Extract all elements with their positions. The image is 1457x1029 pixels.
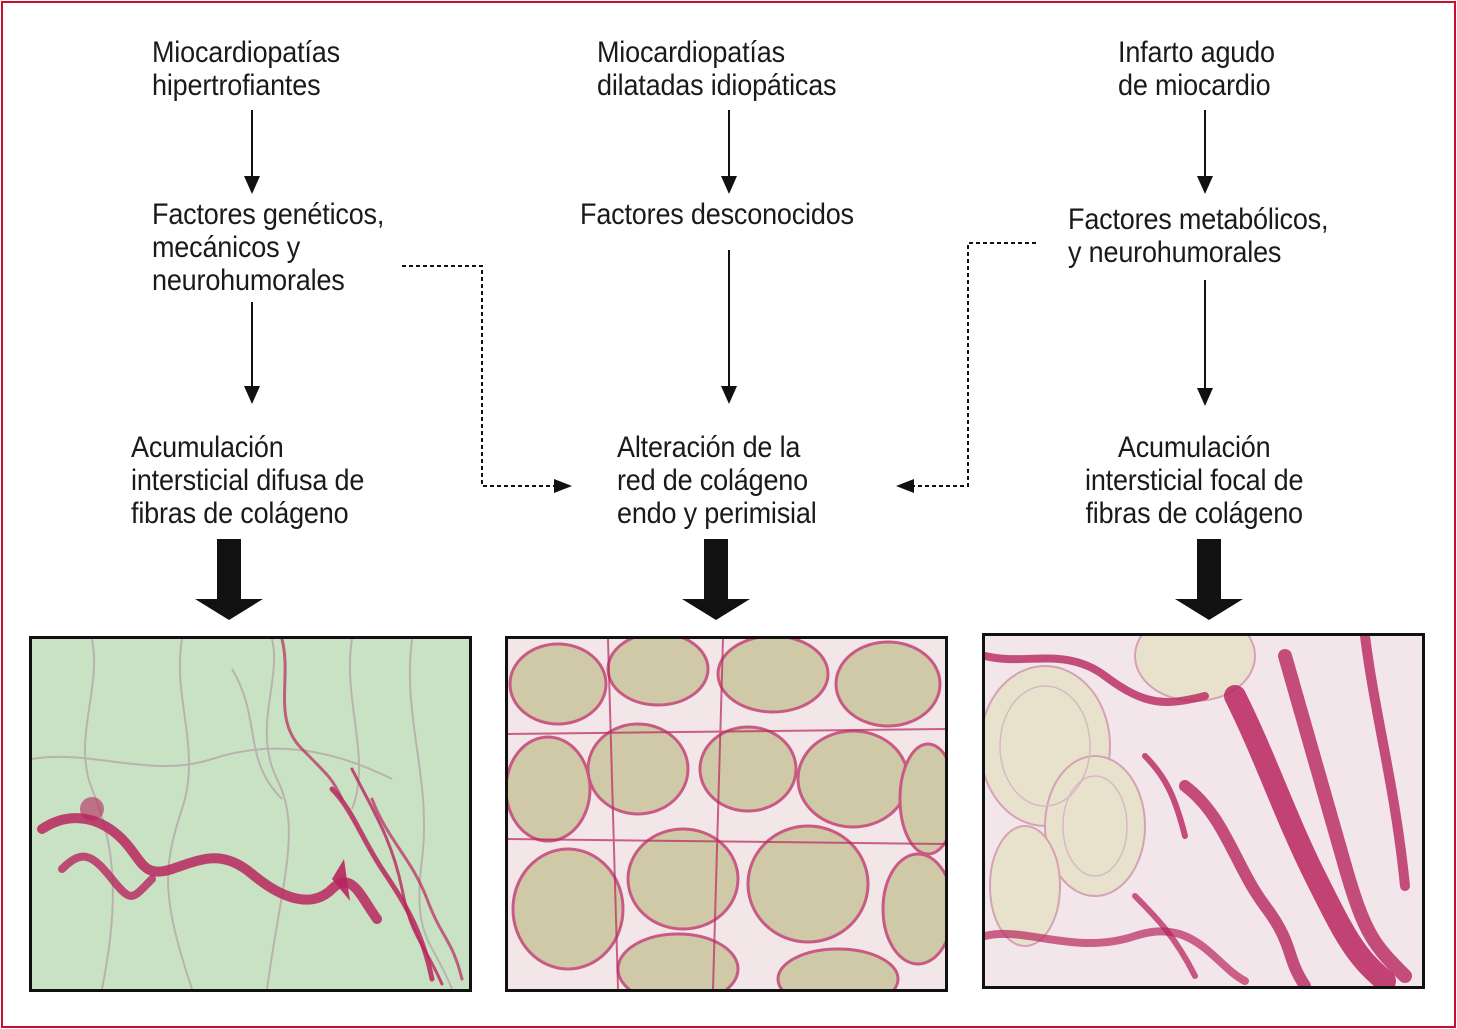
histology-focal-fibrosis-icon [985, 636, 1422, 986]
block-arrow-2 [682, 539, 750, 620]
arrow-factors-to-outcome-2 [721, 250, 737, 404]
histology-perimysial-network-icon [508, 639, 945, 989]
micrograph-perimysial-network [505, 636, 948, 992]
factors-metabolic: Factores metabólicos,y neurohumorales [1068, 203, 1329, 269]
arrow-cause-to-factors-3 [1197, 110, 1213, 194]
arrow-cause-to-factors-1 [244, 110, 260, 194]
dashed-arrow-right-to-center [896, 242, 1036, 493]
block-arrow-1 [195, 539, 263, 620]
histology-diffuse-fibrosis-icon [32, 639, 469, 989]
micrograph-diffuse-fibrosis [29, 636, 472, 992]
micrograph-focal-fibrosis [982, 633, 1425, 989]
arrow-factors-to-outcome-1 [244, 302, 260, 404]
arrow-cause-to-factors-2 [721, 110, 737, 194]
factors-unknown: Factores desconocidos [580, 198, 854, 231]
dashed-arrow-left-to-center [402, 265, 572, 493]
block-arrow-3 [1175, 539, 1243, 620]
arrow-factors-to-outcome-3 [1197, 280, 1213, 406]
